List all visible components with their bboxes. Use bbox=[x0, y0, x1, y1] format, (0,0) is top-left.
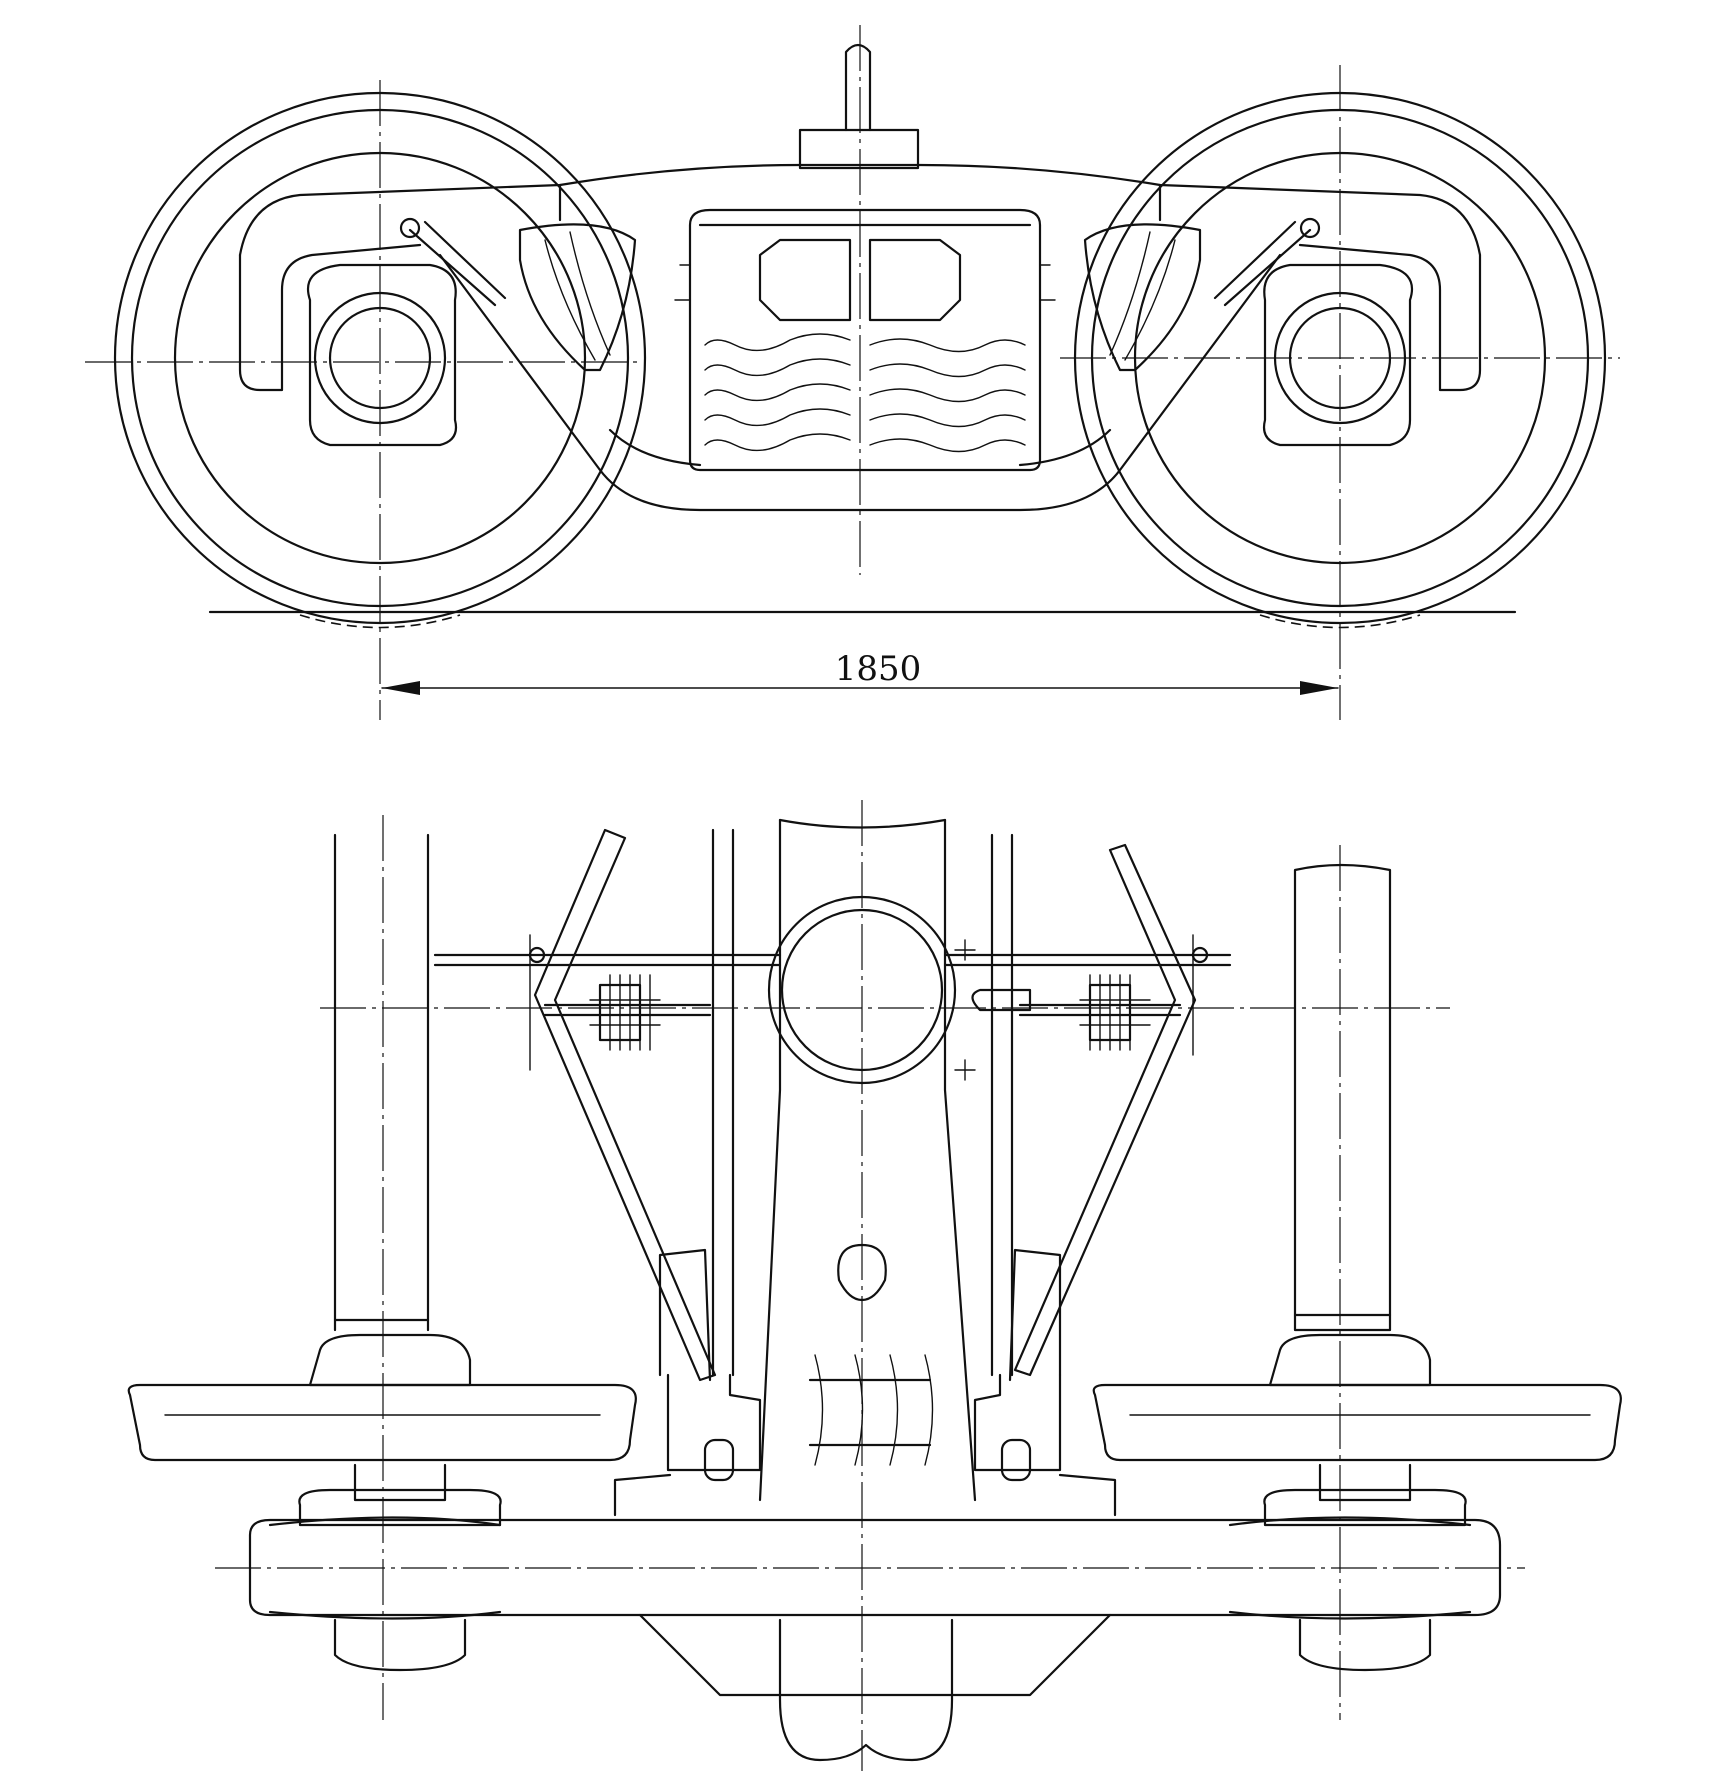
left-wheel-plan bbox=[127, 1333, 637, 1462]
right-axle bbox=[1293, 863, 1392, 1332]
center-pin bbox=[798, 43, 920, 170]
wheelbase-dimension: 1850 bbox=[381, 649, 1339, 695]
brake-beam-right bbox=[1008, 843, 1197, 1382]
left-brake-shoe bbox=[518, 223, 637, 372]
right-clevis bbox=[1079, 974, 1151, 1051]
wheelbase-label: 1850 bbox=[835, 649, 922, 689]
bolster-plan bbox=[758, 818, 977, 1762]
right-side-bearer bbox=[973, 1373, 1062, 1482]
left-clevis bbox=[589, 974, 661, 1051]
side-elevation-view: 1850 bbox=[85, 25, 1620, 720]
plan-view bbox=[127, 800, 1622, 1771]
side-frame bbox=[238, 163, 1482, 512]
left-axle bbox=[333, 833, 430, 1332]
brake-beam-left bbox=[533, 828, 717, 1382]
side-frame-plan bbox=[248, 1473, 1502, 1697]
left-side-bearer bbox=[666, 1373, 762, 1482]
left-axle-box bbox=[307, 263, 458, 447]
right-axle-box bbox=[1262, 263, 1413, 447]
right-wheel-plan bbox=[1092, 1333, 1622, 1462]
bolster-spring-nest bbox=[674, 208, 1056, 472]
right-brake-shoe bbox=[1083, 223, 1202, 372]
